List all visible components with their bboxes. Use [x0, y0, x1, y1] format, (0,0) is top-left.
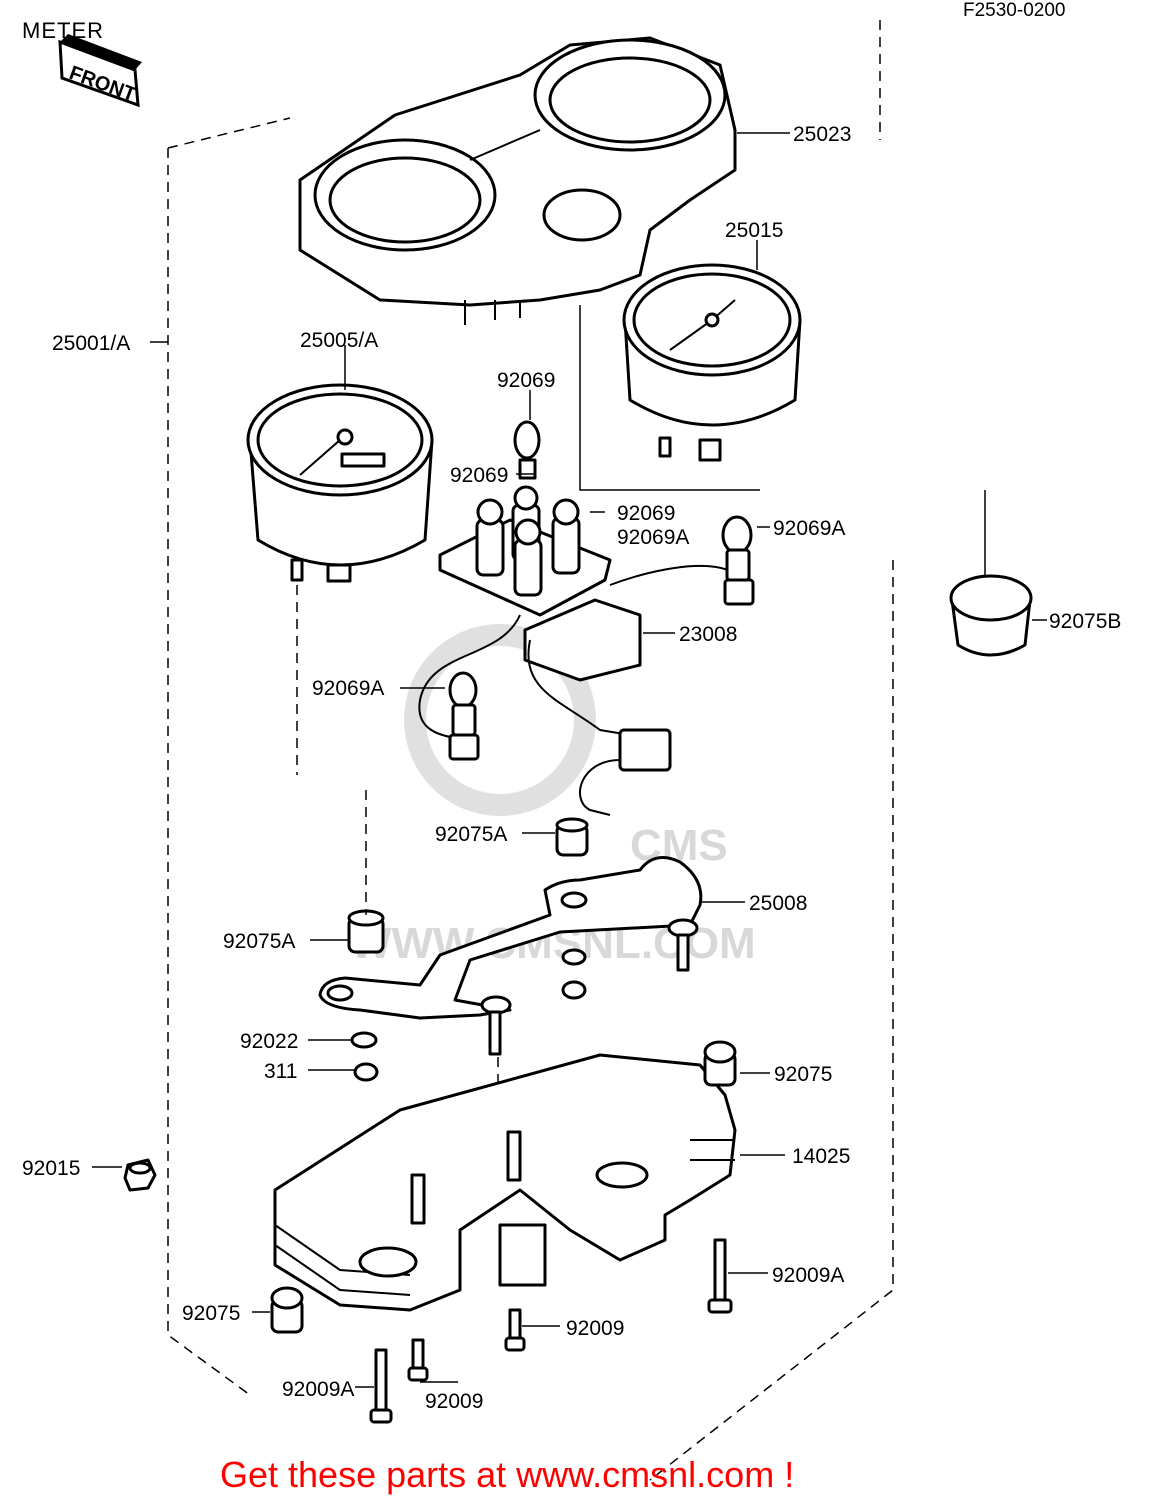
label-25023[interactable]: 25023 [793, 123, 851, 146]
label-23008[interactable]: 23008 [679, 623, 737, 646]
label-92015[interactable]: 92015 [22, 1157, 80, 1180]
washer-92022 [350, 1031, 378, 1049]
front-direction-icon: FRONT [58, 34, 142, 108]
label-92075a-left[interactable]: 92075A [223, 930, 295, 953]
label-92009a-right[interactable]: 92009A [772, 1264, 844, 1287]
label-92075b[interactable]: 92075B [1049, 610, 1121, 633]
label-92075-right[interactable]: 92075 [774, 1063, 832, 1086]
label-92069a-far[interactable]: 92069A [773, 517, 845, 540]
leader-lines [92, 132, 1047, 1388]
label-92069-right[interactable]: 92069 [617, 502, 675, 525]
diagram-title: METER [22, 18, 104, 43]
label-92022[interactable]: 92022 [240, 1030, 298, 1053]
nut-311 [353, 1062, 379, 1082]
rubber-cap-92075b [949, 574, 1033, 657]
speedometer-gauge [246, 383, 434, 583]
label-25015[interactable]: 25015 [725, 219, 783, 242]
label-92009a-left[interactable]: 92009A [282, 1378, 354, 1401]
grommet-right [703, 1040, 737, 1087]
meter-bracket [318, 856, 703, 1056]
label-92009-center[interactable]: 92009 [566, 1317, 624, 1340]
label-92069a-left[interactable]: 92069A [312, 677, 384, 700]
lamp-socket-left [448, 671, 480, 761]
label-92075a-top[interactable]: 92075A [435, 823, 507, 846]
label-25008[interactable]: 25008 [749, 892, 807, 915]
part-labels: 25023 25015 25001/A 25005/A 92069 92069 … [22, 123, 1121, 1413]
label-25005a[interactable]: 25005/A [300, 329, 378, 352]
meter-cover-upper [298, 36, 737, 325]
nut-92015 [123, 1158, 157, 1192]
tachometer-gauge [622, 263, 802, 462]
grommet-left [270, 1286, 304, 1334]
label-92069a-right[interactable]: 92069A [617, 526, 689, 549]
damper-upper [555, 817, 589, 857]
label-92069-left[interactable]: 92069 [450, 464, 508, 487]
label-92069-top[interactable]: 92069 [497, 369, 555, 392]
label-92075-left[interactable]: 92075 [182, 1302, 240, 1325]
label-14025[interactable]: 14025 [792, 1145, 850, 1168]
meter-case-lower [273, 1053, 737, 1312]
drawing-code: F2530-0200 [963, 0, 1065, 21]
screw-92009-left [407, 1338, 429, 1382]
footer-link[interactable]: Get these parts at www.cmsnl.com ! [220, 1454, 794, 1495]
screw-92009a-left [369, 1348, 393, 1424]
screw-92009a-right [707, 1238, 733, 1314]
indicator-lamp-assembly [418, 420, 729, 816]
label-311[interactable]: 311 [264, 1060, 297, 1083]
label-25001a[interactable]: 25001/A [52, 332, 130, 355]
lamp-socket-right [721, 515, 755, 606]
damper-lower [347, 909, 385, 954]
washer-right [561, 948, 587, 1000]
screw-92009-center [504, 1308, 526, 1352]
label-92009-left[interactable]: 92009 [425, 1390, 483, 1413]
